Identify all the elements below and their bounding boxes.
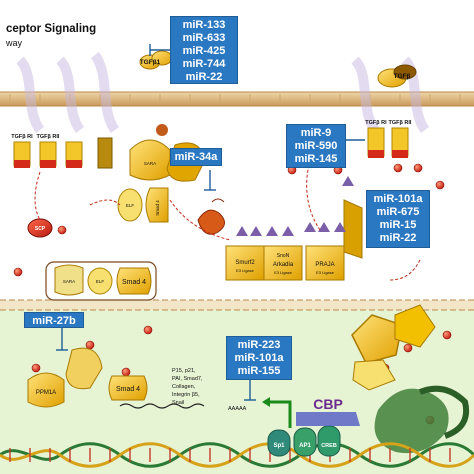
scp-protein [27,218,53,238]
tgfb-rii-left-label: TGFβ RII [37,134,60,140]
gene-line-3: Collagen, [172,384,196,390]
receptor-complex-left [13,137,113,169]
gene-line-2: PAI, Smad7, [172,376,203,382]
mirna-4-2: miR-675 [376,206,420,218]
tgfb-rii-right-label: TGFβ RII [389,120,412,126]
mirna-box-3: miR-34a [170,148,222,166]
sara-box-label: SARA [63,279,75,284]
ppm1a-label: PPM1A [36,390,56,396]
tgfb1-label: TGFβ1 [140,59,161,66]
smad4-mid-label: Smad 4 [155,200,160,216]
gene-line-1: P15, p21, [172,368,196,374]
mirna-4-1: miR-101a [373,193,423,205]
dna-binding-cluster [374,385,469,454]
ubiquitin-ligase-cluster [225,176,363,281]
cbp-label: CBP [313,396,343,412]
mirna-1-1: miR-133 [182,19,226,31]
plasma-membrane [0,91,474,107]
gene-line-5: Snail [172,400,184,406]
polya-label: AAAAA [228,406,247,412]
header-title: ceptor Signaling [6,23,96,35]
transcription-arrow [262,397,292,428]
mirna-5-1: miR-27b [32,315,76,327]
sara-top-label: SARA [144,161,156,166]
smad4-nuclear-label: Smad 4 [116,386,140,393]
mirna-box-5: miR-27b [24,312,84,328]
cytoplasm-complex-box [45,261,157,301]
mirna-2-1: miR-9 [300,127,332,139]
mrna-transcript [119,403,205,409]
mirna-box-1: miR-133 miR-633 miR-425 miR-744 miR-22 [170,16,238,84]
header-subtitle: way [5,38,23,48]
mirna-4-3: miR-15 [379,219,417,231]
mirna-2-2: miR-590 [294,140,338,152]
dna-helix [0,442,474,468]
tgfb-ri-left-label: TGFβ RI [11,134,33,140]
mirna-6-3: miR-155 [237,365,281,377]
smurf2-label: Smurf2 [235,260,255,266]
receptor-complex-right [367,127,409,158]
elf-smad4-cluster [117,187,169,223]
scp-label: SCP [35,226,46,232]
transcription-factors [267,412,360,457]
mirna-6-1: miR-223 [237,339,281,351]
arkadia-label: Arkadia [273,262,294,268]
mirna-1-2: miR-633 [182,32,226,44]
smurf2-e3-label: E3 Ligase [236,268,255,273]
smad4-box-label: Smad 4 [122,279,146,286]
smurf-ubiquitin-aggregate [197,198,225,235]
tgfb-ligand-right [377,64,417,88]
sp1-label: Sp1 [273,443,285,449]
praja-e3-label: E3 Ligase [316,270,335,275]
mirna-1-3: miR-425 [182,45,226,57]
mirna-box-2: miR-9 miR-590 miR-145 [286,124,346,168]
elf-mid-label: ELF [126,203,135,208]
snon-label: SnoN [277,253,290,259]
tgfb-right-label: TGFβ [394,73,411,80]
mirna-box-4: miR-101a miR-675 miR-15 miR-22 [366,190,430,248]
elf-box-label: ELF [96,279,105,284]
membrane-ribbon-left [16,52,120,133]
ap1-label: AP1 [299,443,311,449]
creb-label: CREB [321,443,337,449]
mirna-3-1: miR-34a [174,151,218,163]
tgfb1-ligand-left [139,50,173,70]
mirna-1-4: miR-744 [182,58,226,70]
smad-trimer-right [351,304,436,391]
inhibition-lines [56,44,365,401]
praja-label: PRAJA [315,262,334,268]
ppm1a-smad4-left [27,347,148,408]
mirna-1-5: miR-22 [185,71,223,83]
tgfb-ri-right-label: TGFβ RI [365,120,387,126]
arkadia-e3-label: E3 Ligase [274,270,293,275]
mirna-box-6: miR-223 miR-101a miR-155 [226,336,292,380]
mirna-4-4: miR-22 [379,232,417,244]
gene-line-4: Integrin β5, [172,392,200,398]
mirna-2-3: miR-145 [294,153,338,165]
mirna-6-2: miR-101a [234,352,284,364]
